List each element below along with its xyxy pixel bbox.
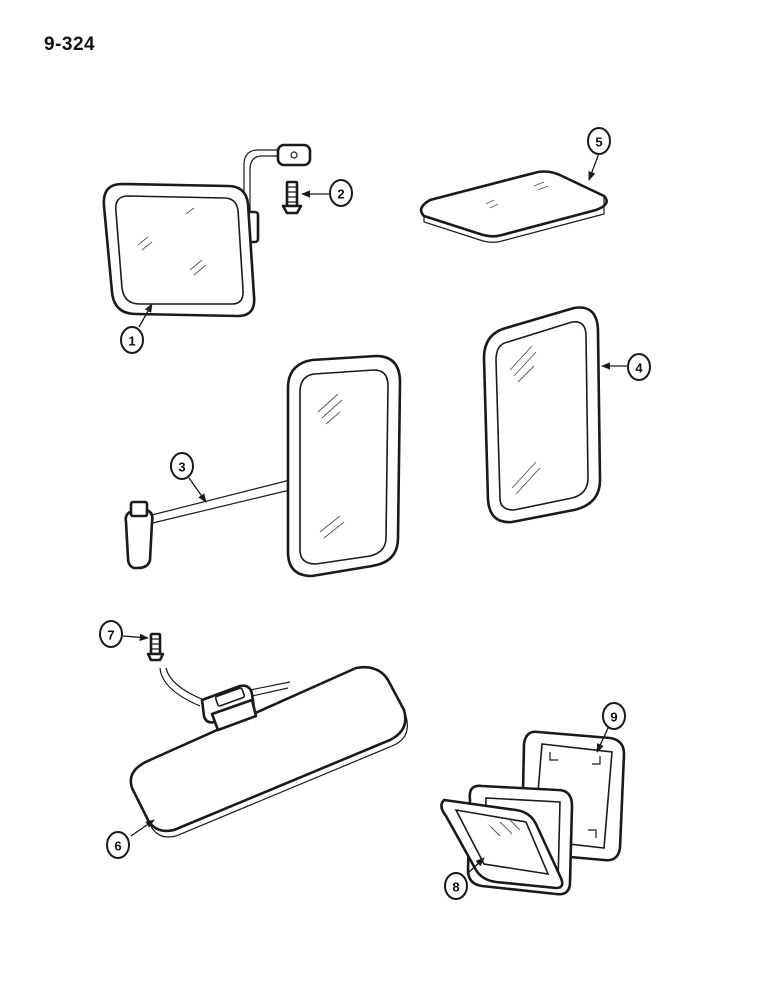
callout-6-label: 6	[114, 839, 121, 854]
mirror-3-nut	[129, 500, 149, 518]
part-3-arm-mirror	[124, 354, 402, 578]
screw-7-head	[146, 652, 165, 662]
mirror-4-glass	[495, 320, 589, 511]
mirror-bracket-clamp	[276, 143, 312, 167]
callout-3: 3	[170, 452, 194, 480]
mirror-3-glass	[299, 369, 389, 565]
callout-7-label: 7	[107, 628, 114, 643]
screw-7-path	[159, 667, 201, 707]
part-8-vanity-mirror	[440, 784, 574, 896]
mirror-1-reflection	[137, 207, 207, 276]
leader-9	[596, 727, 609, 753]
sun-visor-rod	[249, 681, 291, 697]
mirror-3-reflection	[317, 393, 345, 539]
part-2-screw	[281, 180, 303, 215]
mirror-5-edge	[423, 196, 605, 243]
callout-8: 8	[444, 872, 468, 900]
part-5-mirror-glass	[419, 170, 608, 243]
mirror-bracket-arm-inner	[249, 155, 290, 215]
screw-7-thread	[151, 638, 160, 650]
leader-1	[138, 303, 153, 328]
sun-visor-edge	[147, 715, 408, 838]
leader-7	[122, 633, 149, 641]
part-4-mirror	[482, 306, 602, 524]
callout-6: 6	[106, 831, 130, 859]
callout-2-label: 2	[337, 187, 344, 202]
callout-4: 4	[627, 353, 651, 381]
sun-visor-body	[129, 665, 407, 833]
callout-5-label: 5	[595, 135, 602, 150]
vanity-8-hinge	[489, 819, 521, 837]
callouts: 1 2 3 4 5 6 7 8	[99, 127, 651, 900]
page-number: 9-324	[44, 34, 96, 55]
part-1-side-mirror	[102, 143, 312, 318]
callout-2: 2	[329, 179, 353, 207]
callout-3-label: 3	[178, 460, 185, 475]
mirror-3-knob	[124, 508, 154, 570]
callout-4-label: 4	[635, 361, 643, 376]
housing-9-tabs	[545, 752, 601, 838]
mirror-4-reflection	[509, 345, 541, 495]
sun-visor-clip-slot	[214, 687, 246, 707]
clamp-hole	[290, 151, 298, 159]
leader-3	[188, 477, 207, 503]
leader-6	[130, 819, 155, 837]
callout-5: 5	[587, 127, 611, 155]
part-7-screw	[146, 632, 205, 707]
mirror-5-plate	[419, 170, 608, 238]
mirror-1-glass	[114, 195, 244, 305]
callout-1: 1	[120, 326, 144, 354]
mirror-3-rod	[139, 479, 291, 527]
screw-2-thread	[287, 186, 297, 203]
callout-8-label: 8	[452, 880, 459, 895]
callout-9-label: 9	[610, 710, 617, 725]
sun-visor-clip-base	[210, 698, 258, 732]
mirror-5-reflection	[485, 181, 549, 209]
callout-9: 9	[602, 702, 626, 730]
leader-8	[466, 857, 485, 875]
part-6-sun-visor	[129, 665, 408, 838]
mirror-bracket-arm	[243, 149, 290, 215]
leader-5	[588, 152, 600, 181]
callout-1-label: 1	[128, 334, 135, 349]
callout-7: 7	[99, 620, 123, 648]
vanity-8-lid-mirror	[454, 808, 550, 876]
screw-2-head	[281, 204, 303, 215]
screw-7-path-2	[165, 667, 205, 701]
